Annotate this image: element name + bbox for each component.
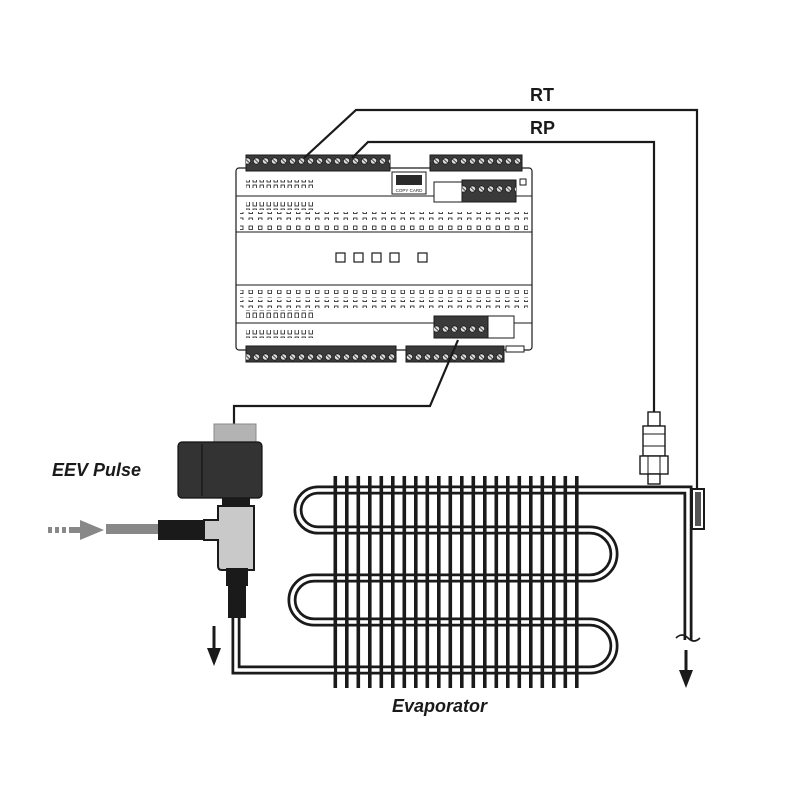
evaporator-fins <box>327 476 579 688</box>
terminal-block-bottom-left <box>245 345 397 363</box>
control-buttons <box>335 252 428 263</box>
suction-line <box>660 485 701 642</box>
terminal-block-mid-right <box>461 179 517 203</box>
rp-wire <box>351 140 656 412</box>
dot-row-3 <box>240 290 528 298</box>
pressure-sensor <box>639 411 669 485</box>
dot-row-4 <box>240 300 528 308</box>
eev-pulse-label: EEV Pulse <box>52 460 142 480</box>
relay-window-top <box>433 181 463 203</box>
led-strip-bottom-left-2 <box>246 330 314 338</box>
relay-window-bottom <box>487 315 515 339</box>
led-strip-top-left-2 <box>246 202 314 210</box>
dot-row-1 <box>240 212 528 220</box>
valve-cap <box>213 423 257 445</box>
terminal-block-bottom-right <box>405 345 505 363</box>
evaporator-coil <box>287 476 660 688</box>
valve-body <box>203 505 255 571</box>
connector-port <box>505 345 525 353</box>
terminal-block-lower-mid <box>433 315 489 339</box>
dot-row-2 <box>240 222 528 230</box>
valve-flow-arrow <box>207 626 221 666</box>
liquid-line <box>231 618 334 675</box>
evaporator-label: Evaporator <box>392 696 488 716</box>
led-strip-bottom-left <box>246 310 314 318</box>
suction-flow-arrow <box>679 650 693 688</box>
rp-label: RP <box>530 118 556 138</box>
copy-card-slot: COPY CARD <box>391 171 427 195</box>
eev-wire <box>232 339 460 424</box>
terminal-block-top-right <box>429 154 523 172</box>
led-strip-top-left <box>246 180 314 188</box>
copy-card-label: COPY CARD <box>396 188 423 193</box>
rt-wire <box>303 108 699 495</box>
terminal-block-top-left <box>245 154 391 172</box>
inlet-pipe <box>106 524 158 534</box>
inlet-flow-arrow <box>48 520 104 540</box>
indicator-square <box>519 178 527 186</box>
temperature-sensor-core <box>695 492 701 526</box>
controller-unit: COPY CARD <box>235 154 533 363</box>
eev-valve <box>106 423 263 618</box>
rt-label: RT <box>530 85 554 105</box>
valve-coil <box>177 441 263 499</box>
